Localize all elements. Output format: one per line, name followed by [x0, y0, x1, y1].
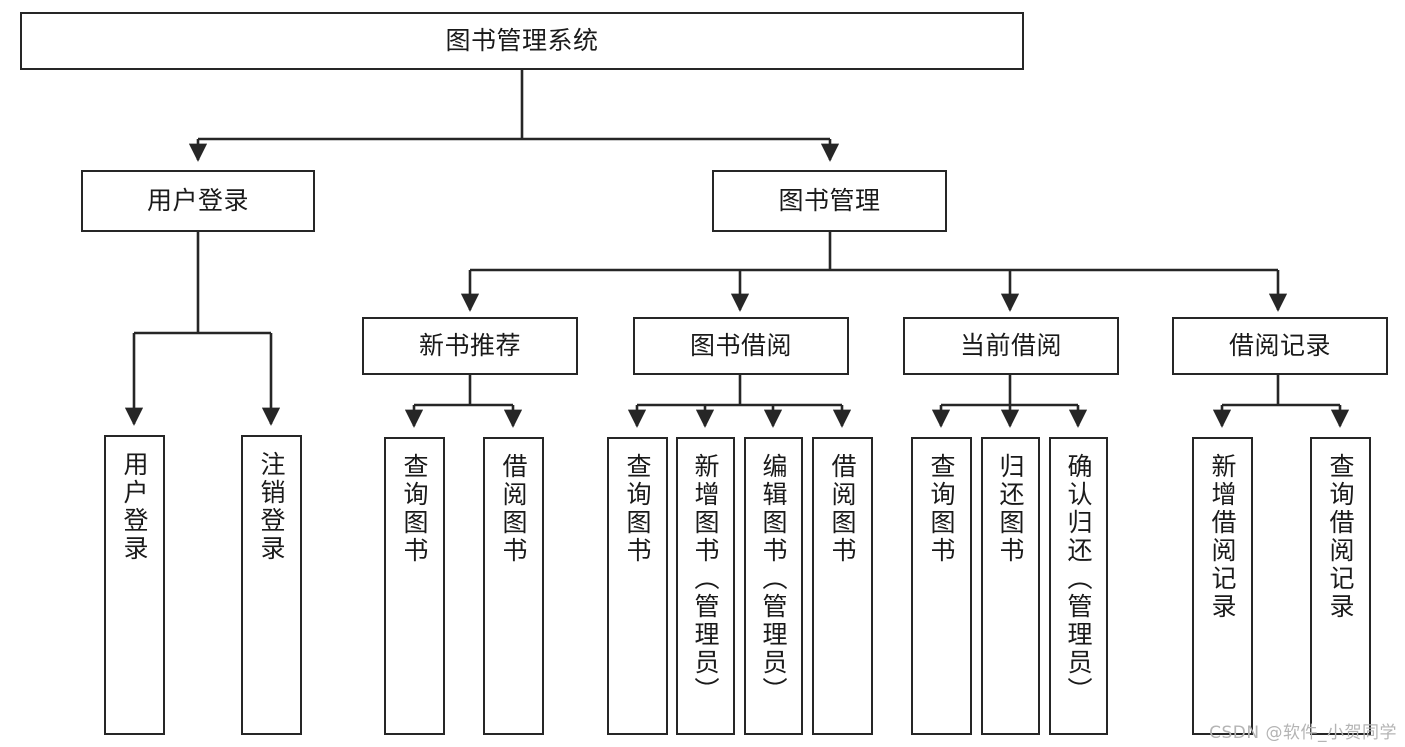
- node-label: 查询图书: [400, 453, 429, 565]
- node-leaf-add-borrow-record[interactable]: 新增借阅记录: [1192, 437, 1253, 735]
- node-book-management[interactable]: 图书管理: [712, 170, 947, 232]
- node-label: 查询图书: [623, 453, 652, 565]
- node-root-book-management-system[interactable]: 图书管理系统: [20, 12, 1024, 70]
- watermark: CSDN @软件_小贺同学: [1209, 723, 1397, 743]
- node-leaf-confirm-return[interactable]: 确认归还（管理员）: [1049, 437, 1108, 735]
- node-label: 图书管理系统: [445, 25, 599, 55]
- node-current-borrow[interactable]: 当前借阅: [903, 317, 1119, 375]
- node-book-borrow[interactable]: 图书借阅: [633, 317, 849, 375]
- node-label: 确认归还（管理员）: [1064, 453, 1093, 705]
- node-label: 查询借阅记录: [1326, 453, 1355, 621]
- node-leaf-borrow-book-1[interactable]: 借阅图书: [483, 437, 544, 735]
- node-label: 编辑图书（管理员）: [759, 453, 788, 705]
- node-leaf-return-book[interactable]: 归还图书: [981, 437, 1040, 735]
- node-leaf-query-book-2[interactable]: 查询图书: [607, 437, 668, 735]
- node-label: 当前借阅: [959, 330, 1062, 360]
- node-label: 注销登录: [257, 451, 286, 563]
- node-leaf-add-book[interactable]: 新增图书（管理员）: [676, 437, 735, 735]
- node-leaf-edit-book[interactable]: 编辑图书（管理员）: [744, 437, 803, 735]
- node-label: 归还图书: [996, 453, 1025, 565]
- node-label: 图书管理: [778, 185, 881, 215]
- node-leaf-logout-login[interactable]: 注销登录: [241, 435, 302, 735]
- node-label: 新增借阅记录: [1208, 453, 1237, 621]
- node-label: 借阅记录: [1228, 330, 1331, 360]
- node-leaf-query-book-1[interactable]: 查询图书: [384, 437, 445, 735]
- node-leaf-query-borrow-record[interactable]: 查询借阅记录: [1310, 437, 1371, 735]
- node-label: 图书借阅: [689, 330, 792, 360]
- node-borrow-record[interactable]: 借阅记录: [1172, 317, 1388, 375]
- node-label: 借阅图书: [499, 453, 528, 565]
- node-leaf-user-login[interactable]: 用户登录: [104, 435, 165, 735]
- node-label: 查询图书: [927, 453, 956, 565]
- node-label: 用户登录: [120, 451, 149, 563]
- node-leaf-query-book-3[interactable]: 查询图书: [911, 437, 972, 735]
- node-label: 用户登录: [146, 185, 249, 215]
- node-new-book-recommend[interactable]: 新书推荐: [362, 317, 578, 375]
- node-label: 借阅图书: [828, 453, 857, 565]
- node-label: 新书推荐: [418, 330, 521, 360]
- node-leaf-borrow-book-2[interactable]: 借阅图书: [812, 437, 873, 735]
- node-user-login[interactable]: 用户登录: [81, 170, 315, 232]
- node-label: 新增图书（管理员）: [691, 453, 720, 705]
